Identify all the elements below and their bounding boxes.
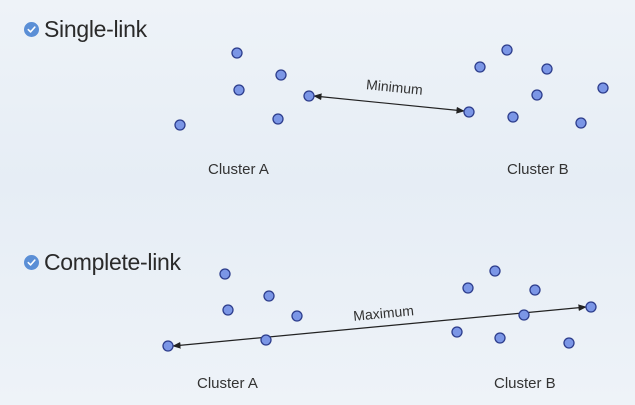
point <box>233 84 245 96</box>
point <box>541 63 553 75</box>
point <box>585 301 597 313</box>
checkmark-icon <box>24 22 39 37</box>
point <box>451 326 463 338</box>
complete-cluster-a-points <box>162 268 303 352</box>
complete-cluster-b-label: Cluster B <box>494 375 556 392</box>
point <box>260 334 272 346</box>
point <box>529 284 541 296</box>
point <box>501 44 513 56</box>
point <box>462 282 474 294</box>
point <box>291 310 303 322</box>
point <box>518 309 530 321</box>
point <box>272 113 284 125</box>
point <box>597 82 609 94</box>
single-cluster-b-points <box>463 44 609 129</box>
complete-link-heading: Complete-link <box>24 249 181 276</box>
point <box>162 340 174 352</box>
single-cluster-a-label: Cluster A <box>208 161 269 178</box>
point <box>174 119 186 131</box>
point <box>263 290 275 302</box>
checkmark-icon <box>24 255 39 270</box>
point <box>489 265 501 277</box>
maximum-distance-arrow <box>172 304 587 349</box>
point <box>494 332 506 344</box>
point <box>563 337 575 349</box>
point <box>575 117 587 129</box>
complete-cluster-b-points <box>451 265 597 349</box>
single-cluster-a-points <box>174 47 315 131</box>
point <box>219 268 231 280</box>
minimum-label: Minimum <box>365 76 423 98</box>
point <box>531 89 543 101</box>
point <box>275 69 287 81</box>
complete-link-title: Complete-link <box>44 249 181 275</box>
point <box>222 304 234 316</box>
maximum-label: Maximum <box>353 302 415 324</box>
single-link-heading: Single-link <box>24 16 147 43</box>
complete-cluster-a-label: Cluster A <box>197 375 258 392</box>
single-cluster-b-label: Cluster B <box>507 161 569 178</box>
point <box>474 61 486 73</box>
point <box>463 106 475 118</box>
point <box>231 47 243 59</box>
single-link-title: Single-link <box>44 16 147 42</box>
minimum-distance-arrow <box>313 93 465 114</box>
point <box>303 90 315 102</box>
point <box>507 111 519 123</box>
